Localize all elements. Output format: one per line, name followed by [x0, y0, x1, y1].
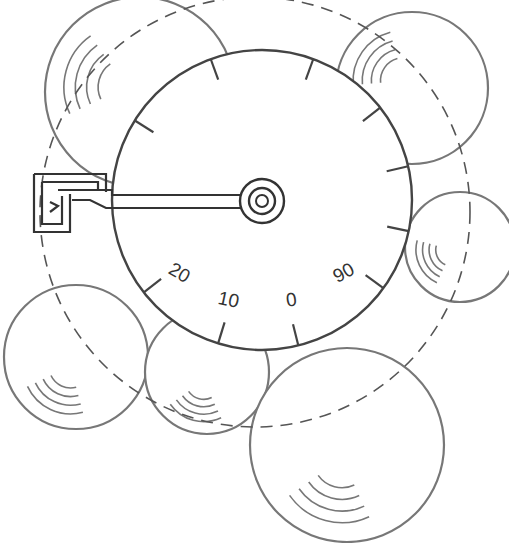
wood-grain — [290, 495, 370, 522]
wood-grain — [98, 64, 110, 99]
pointer — [34, 174, 242, 232]
tick-mark — [387, 166, 409, 171]
wood-grain — [362, 41, 392, 84]
wood-grain — [436, 246, 446, 265]
log-end — [4, 285, 148, 429]
wood-grain — [35, 383, 80, 405]
dial-face — [112, 50, 412, 350]
tick-mark — [144, 279, 161, 293]
tick-mark — [366, 275, 384, 288]
wood-grain — [189, 391, 212, 399]
wood-grain — [75, 45, 97, 109]
wood-grain — [429, 244, 442, 271]
tick-mark — [306, 59, 314, 80]
wood-grain — [318, 475, 354, 487]
hub-pin — [256, 195, 268, 207]
log-end — [250, 348, 444, 542]
hub-ring — [249, 188, 275, 214]
wood-grain — [170, 404, 221, 421]
scale-number: 0 — [282, 288, 299, 311]
tick-mark — [363, 108, 380, 122]
wood-grain — [309, 482, 360, 499]
log-end — [405, 192, 509, 302]
wood-grain — [381, 59, 398, 83]
tick-mark — [135, 121, 154, 133]
wood-grain — [416, 240, 437, 282]
dashed-circle — [40, 0, 470, 427]
wood-grain — [371, 50, 395, 84]
wood-grain — [183, 396, 215, 407]
wood-grain — [423, 242, 440, 277]
wood-grain — [28, 386, 83, 414]
hub-outer — [240, 179, 284, 223]
wood-grain — [43, 379, 78, 397]
pointer-arm — [72, 200, 242, 208]
tick-group — [135, 59, 409, 346]
tick-mark — [387, 227, 409, 232]
wood-grain — [64, 36, 91, 114]
key-mark — [50, 202, 58, 212]
key-frame — [34, 174, 106, 232]
pointer-arm — [58, 190, 242, 195]
key-frame — [42, 182, 98, 224]
tick-mark — [218, 322, 225, 343]
wood-grain — [51, 376, 76, 388]
wood-grain — [176, 400, 218, 414]
tick-mark — [211, 59, 219, 80]
log-group — [4, 0, 509, 542]
wood-grain — [299, 489, 364, 511]
tick-mark — [293, 324, 298, 345]
